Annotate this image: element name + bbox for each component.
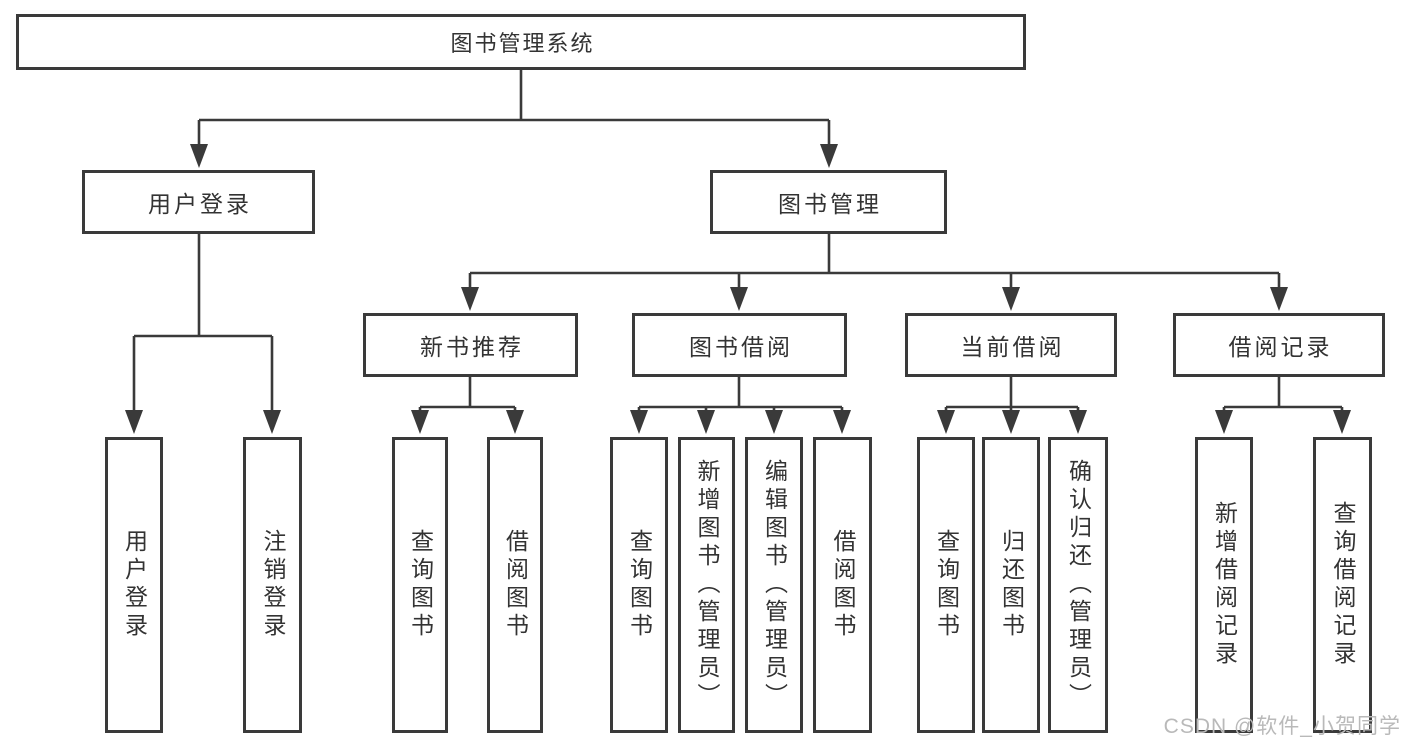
- leaf-borrow-books-1: 借阅图书: [487, 437, 543, 733]
- node-borrowing-records-label: 借阅记录: [1228, 334, 1333, 360]
- leaf-add-borrow-record: 新增借阅记录: [1195, 437, 1253, 733]
- connector-book-borrow-fork: [630, 377, 851, 434]
- connector-current-borrow-fork: [937, 377, 1087, 434]
- leaf-return-books-label: 归还图书: [998, 529, 1025, 641]
- csdn-watermark: CSDN @软件_小贺同学: [1163, 715, 1401, 738]
- leaf-borrow-books-2-label: 借阅图书: [830, 529, 856, 641]
- leaf-confirm-return-admin-label: 确认归还（管理员）: [1065, 459, 1092, 711]
- leaf-search-books-2-label: 查询图书: [626, 529, 653, 641]
- leaf-user-login-label: 用户登录: [121, 529, 148, 641]
- node-new-book-recommend: 新书推荐: [363, 313, 578, 377]
- node-root-label: 图书管理系统: [450, 31, 595, 56]
- leaf-user-login: 用户登录: [105, 437, 163, 733]
- node-book-borrowing-label: 图书借阅: [689, 334, 793, 360]
- leaf-search-books-2: 查询图书: [610, 437, 668, 733]
- leaf-search-borrow-record: 查询借阅记录: [1313, 437, 1372, 733]
- leaf-edit-books-admin-label: 编辑图书（管理员）: [761, 459, 788, 711]
- node-current-borrowing-label: 当前借阅: [960, 334, 1065, 360]
- leaf-add-borrow-record-label: 新增借阅记录: [1211, 501, 1238, 669]
- connector-borrow-records-fork: [1215, 377, 1351, 434]
- node-current-borrowing: 当前借阅: [905, 313, 1117, 377]
- node-book-borrowing: 图书借阅: [632, 313, 847, 377]
- connector-user-login-fork: [125, 234, 281, 434]
- node-new-book-recommend-label: 新书推荐: [420, 334, 524, 360]
- leaf-search-books-1-label: 查询图书: [407, 529, 434, 641]
- leaf-edit-books-admin: 编辑图书（管理员）: [745, 437, 803, 733]
- leaf-borrow-books-2: 借阅图书: [813, 437, 872, 733]
- leaf-add-books-admin-label: 新增图书（管理员）: [694, 459, 720, 711]
- leaf-search-borrow-record-label: 查询借阅记录: [1330, 501, 1356, 669]
- connector-root-to-level2: [190, 70, 838, 168]
- leaf-logout: 注销登录: [243, 437, 302, 733]
- leaf-search-books-1: 查询图书: [392, 437, 448, 733]
- connector-book-management-fork: [461, 234, 1288, 311]
- leaf-confirm-return-admin: 确认归还（管理员）: [1048, 437, 1108, 733]
- connector-new-book-fork: [411, 377, 524, 434]
- leaf-return-books: 归还图书: [982, 437, 1040, 733]
- leaf-search-books-3: 查询图书: [917, 437, 975, 733]
- node-book-management-label: 图书管理: [778, 191, 882, 217]
- node-user-login: 用户登录: [82, 170, 315, 234]
- node-user-login-label: 用户登录: [148, 191, 252, 217]
- leaf-borrow-books-1-label: 借阅图书: [502, 529, 529, 641]
- leaf-logout-label: 注销登录: [260, 529, 286, 641]
- node-root: 图书管理系统: [16, 14, 1026, 70]
- leaf-search-books-3-label: 查询图书: [933, 529, 960, 641]
- node-book-management: 图书管理: [710, 170, 947, 234]
- node-borrowing-records: 借阅记录: [1173, 313, 1385, 377]
- leaf-add-books-admin: 新增图书（管理员）: [678, 437, 735, 733]
